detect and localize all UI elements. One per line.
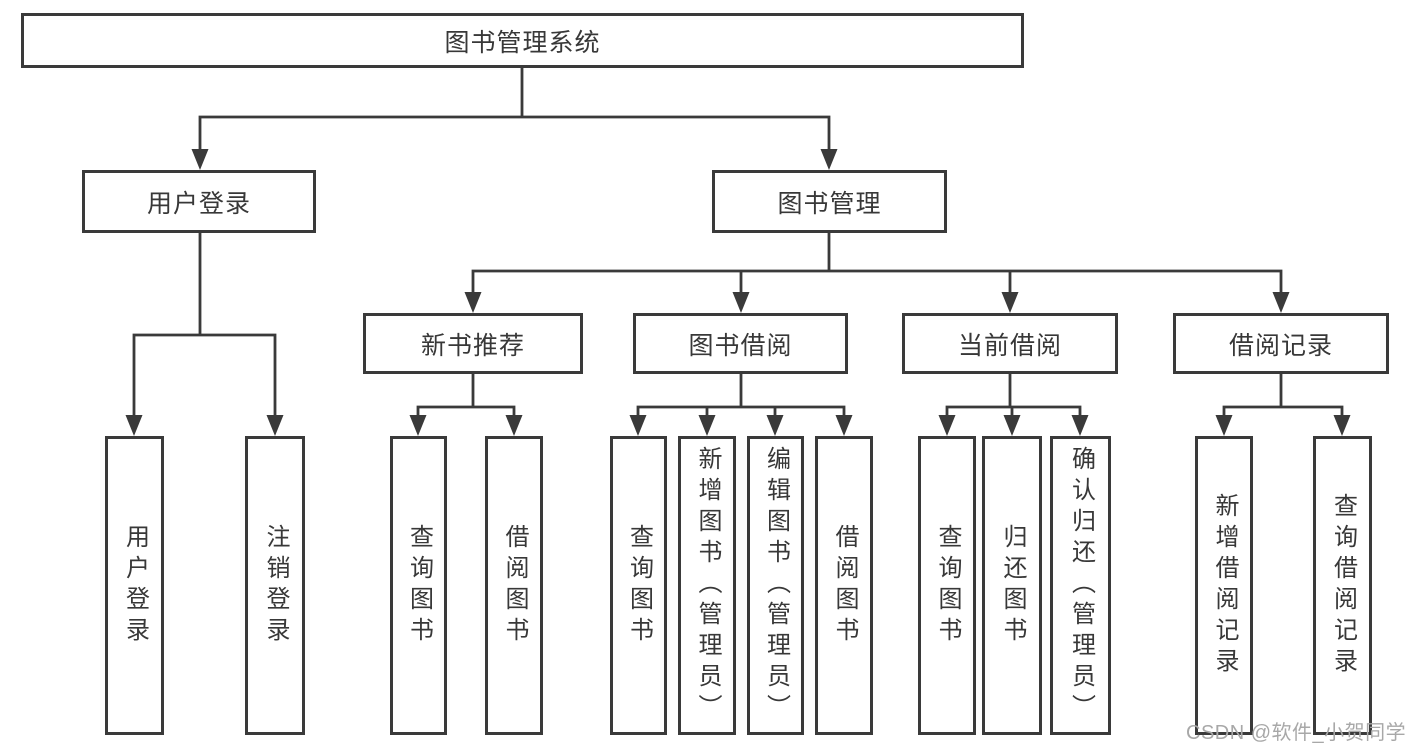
leaf-query-books-current: 查询图书 [918,436,976,735]
arrow-heads [125,149,1351,436]
tree-edges [132,66,1344,420]
node-current-borrowing: 当前借阅 [902,313,1118,374]
leaf-add-borrow-record: 新增借阅记录 [1195,436,1253,735]
leaf-add-book-admin: 新增图书（管理员） [678,436,736,735]
node-user-login: 用户登录 [82,170,316,233]
leaf-query-books-borrowing: 查询图书 [610,436,667,735]
node-new-book-recommend: 新书推荐 [363,313,583,374]
leaf-query-books-recommend: 查询图书 [390,436,447,735]
leaf-borrow-books-recommend: 借阅图书 [485,436,543,735]
csdn-watermark: CSDN @软件_小贺同学 [1186,722,1405,744]
node-book-management: 图书管理 [712,170,947,233]
leaf-edit-book-admin: 编辑图书（管理员） [747,436,804,735]
leaf-borrow-books: 借阅图书 [815,436,873,735]
node-borrow-records: 借阅记录 [1173,313,1389,374]
leaf-logout: 注销登录 [245,436,305,735]
node-library-management-system: 图书管理系统 [21,13,1024,68]
leaf-query-borrow-record: 查询借阅记录 [1313,436,1372,735]
node-book-borrowing: 图书借阅 [633,313,848,374]
leaf-return-books: 归还图书 [982,436,1042,735]
leaf-user-login: 用户登录 [105,436,164,735]
leaf-confirm-return-admin: 确认归还（管理员） [1050,436,1111,735]
